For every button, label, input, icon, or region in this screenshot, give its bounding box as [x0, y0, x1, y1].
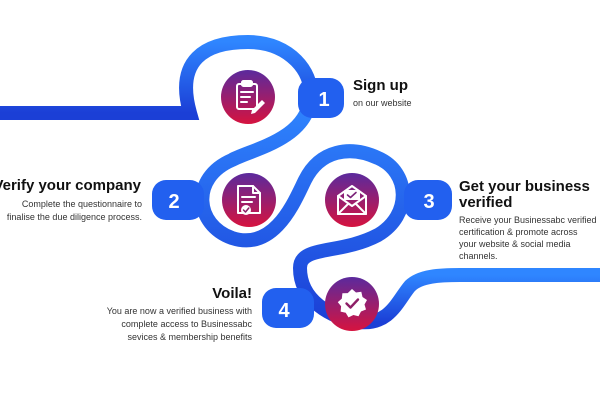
- clipboard-edit-icon: [236, 80, 265, 114]
- ribbon-segment-top: [0, 34, 318, 120]
- step-3-description-line-4: channels.: [459, 251, 498, 261]
- step-4-badge: [325, 277, 379, 331]
- step-4-number-tab: 4: [262, 288, 314, 328]
- step-3-description-line-1: Receive your Businessabc verified: [459, 215, 597, 225]
- step-2-description-line-2: finalise the due diligence process.: [6, 212, 142, 222]
- winding-ribbon: [0, 34, 600, 330]
- envelope-check-icon: [337, 185, 367, 215]
- step-1-number-tab: 1: [298, 78, 344, 118]
- step-3-number: 3: [423, 191, 434, 213]
- verified-badge-icon: [337, 289, 367, 318]
- step-2-badge: [222, 173, 276, 227]
- step-3-title-line-1: Get your business: [459, 178, 590, 195]
- ribbon-segment-bottom: [353, 268, 600, 330]
- step-1-description: on our website: [353, 98, 412, 108]
- step-3-badge: [325, 173, 379, 227]
- step-3-description-line-3: your website & social media: [459, 239, 571, 249]
- step-4-title: Voila!: [212, 285, 252, 302]
- step-2-number: 2: [168, 191, 179, 213]
- document-check-icon: [237, 185, 261, 215]
- step-2-number-tab: 2: [152, 180, 204, 220]
- step-4-number: 4: [278, 300, 290, 322]
- step-4-description-line-2: complete access to Businessabc: [121, 319, 252, 329]
- step-4-description-line-3: sevices & membership benefits: [127, 332, 252, 342]
- step-3-description-line-2: certification & promote across: [459, 227, 578, 237]
- step-4-description-line-1: You are now a verified business with: [106, 306, 252, 316]
- step-1-title: Sign up: [353, 77, 408, 94]
- ribbon-segment-middle: [195, 93, 410, 329]
- step-1-number: 1: [318, 89, 329, 111]
- step-1-badge: [221, 70, 275, 124]
- step-2-description-line-1: Complete the questionnaire to: [21, 199, 142, 209]
- step-3-title-line-2: verified: [459, 194, 513, 211]
- step-2-title: Verify your company: [0, 177, 141, 194]
- step-3-number-tab: 3: [404, 180, 452, 220]
